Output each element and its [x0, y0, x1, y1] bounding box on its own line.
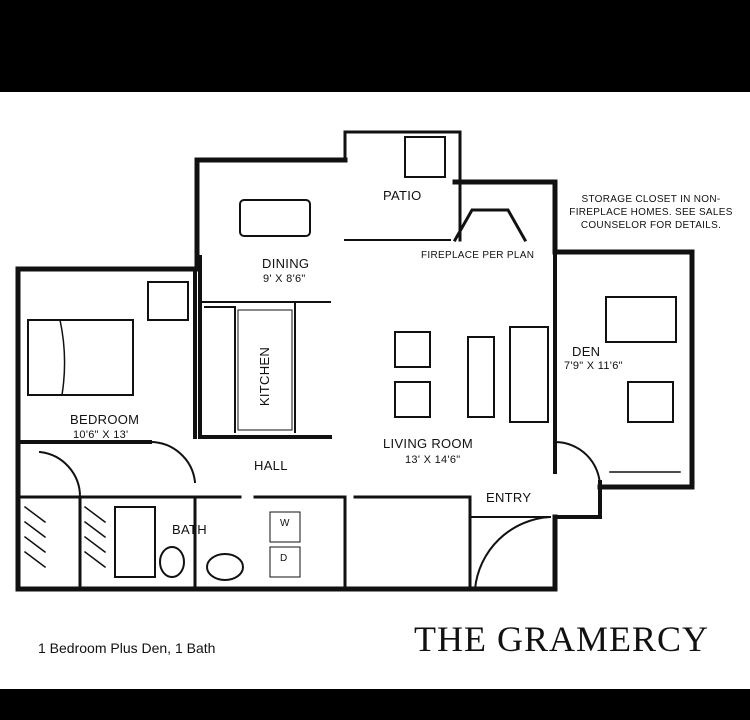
entry-label: ENTRY — [486, 490, 532, 505]
floor-plan-sheet: PATIO DINING 9' X 8'6" KITCHEN BEDROOM 1… — [0, 92, 750, 689]
washer — [269, 511, 301, 543]
den-label: DEN — [572, 344, 601, 359]
door-arc — [553, 440, 602, 489]
wall — [198, 255, 332, 439]
door-arc — [148, 440, 197, 484]
wall — [353, 495, 472, 591]
dining-dimensions: 9' X 8'6" — [263, 273, 306, 285]
kitchen-counter — [204, 301, 296, 433]
outer-wall — [15, 266, 558, 592]
outer-wall — [452, 179, 695, 490]
floor-plan-drawing — [15, 130, 695, 592]
bathtub — [114, 506, 156, 578]
sofa — [509, 326, 549, 423]
dining-table — [239, 199, 311, 237]
patio-outline — [343, 130, 462, 242]
entry-door — [469, 515, 552, 591]
living-room-dimensions: 13' X 14'6" — [405, 454, 461, 466]
hall-label: HALL — [254, 458, 288, 473]
dryer — [269, 546, 301, 578]
door-arc — [38, 450, 82, 499]
outer-wall — [15, 157, 348, 272]
washer-label: W — [280, 518, 290, 529]
bedroom-dimensions: 10'6" X 13' — [73, 429, 129, 441]
dining-label: DINING — [262, 256, 310, 271]
bedroom-label: BEDROOM — [70, 412, 140, 427]
fireplace — [452, 208, 528, 243]
patio-chair — [404, 136, 446, 178]
toilet — [159, 546, 185, 578]
living-room-label: LIVING ROOM — [383, 436, 473, 451]
dryer-label: D — [280, 553, 288, 564]
fireplace-note: FIREPLACE PER PLAN — [421, 250, 535, 261]
wall — [253, 495, 347, 591]
armchair — [394, 331, 431, 368]
bed — [27, 319, 134, 396]
wall — [16, 495, 242, 591]
bath-label: BATH — [172, 522, 207, 537]
patio-label: PATIO — [383, 188, 422, 203]
den-chair — [627, 381, 674, 423]
storage-note: STORAGE CLOSET IN NON-FIREPLACE HOMES. S… — [569, 194, 733, 231]
bedroom-chair — [147, 281, 189, 321]
den-desk — [605, 296, 677, 343]
outer-wall — [553, 480, 602, 519]
kitchen-grid — [237, 309, 293, 431]
den-dimensions: 7'9" X 11'6" — [564, 360, 623, 372]
bed-fold — [59, 319, 66, 396]
armchair — [394, 381, 431, 418]
kitchen-label: KITCHEN — [257, 346, 273, 407]
closet-hatch — [23, 471, 681, 569]
plan-title: THE GRAMERCY — [414, 619, 710, 659]
sink — [206, 553, 244, 581]
plan-subtitle: 1 Bedroom Plus Den, 1 Bath — [38, 640, 216, 656]
coffee-table — [467, 336, 495, 418]
